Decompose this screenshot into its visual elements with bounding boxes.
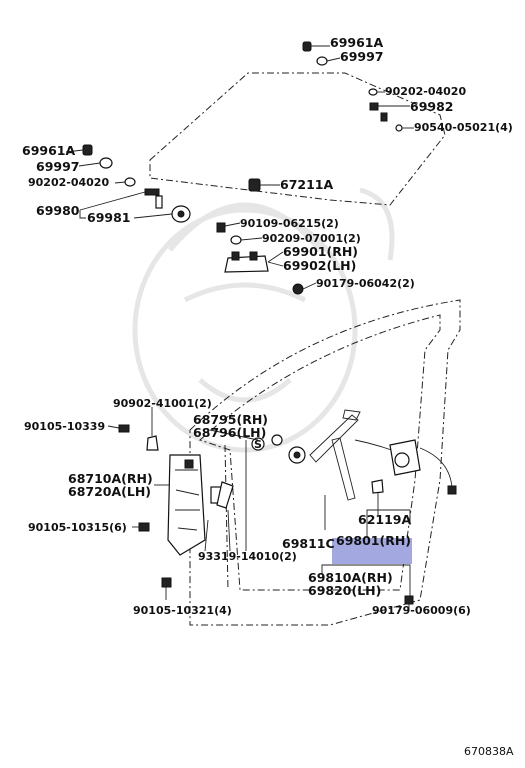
label-62119a[interactable]: 62119A (358, 512, 411, 527)
part-labels: 69961A 69997 90202-04020 69982 90540-050… (22, 35, 513, 617)
label-69981[interactable]: 69981 (87, 210, 131, 225)
label-68796[interactable]: 68796(LH) (193, 425, 266, 440)
label-68795[interactable]: 68795(RH) (193, 412, 268, 427)
label-69820[interactable]: 69820(LH) (308, 583, 381, 598)
label-90209-07001[interactable]: 90209-07001(2) (262, 232, 361, 245)
label-90179-06009[interactable]: 90179-06009(6) (372, 604, 471, 617)
label-68720a[interactable]: 68720A(LH) (68, 484, 151, 499)
washer-90202-right-icon (368, 88, 378, 96)
nut-90179-06042-icon (292, 283, 304, 295)
screw-90105-10321-icon (161, 577, 172, 588)
leader-lines (65, 45, 414, 610)
bushing-hole-icon (177, 210, 185, 218)
label-90105-10339[interactable]: 90105-10339 (24, 420, 105, 433)
label-69997-top[interactable]: 69997 (340, 49, 384, 64)
stopper-bolt-a-icon (231, 251, 240, 261)
label-90202-04020-left[interactable]: 90202-04020 (28, 176, 109, 189)
figure-code: 670838A (464, 745, 514, 758)
label-69980[interactable]: 69980 (36, 203, 80, 218)
highlight-box (332, 538, 412, 564)
washer-90202-left-icon (124, 177, 136, 187)
label-90105-10315[interactable]: 90105-10315(6) (28, 521, 127, 534)
stopper-69901-icon (224, 255, 269, 273)
watermark-emblem (132, 187, 395, 453)
bolt-69982-icon (369, 102, 379, 111)
stud-69980-icon (155, 195, 163, 209)
svg-text:S: S (254, 438, 262, 451)
label-67211a[interactable]: 67211A (280, 177, 333, 192)
lock-latch-icon (184, 459, 194, 469)
regulator-arm-a-icon (309, 414, 359, 463)
washer-90209-icon (230, 235, 242, 245)
door-panel (189, 299, 461, 626)
nut-69982-icon (380, 112, 388, 122)
label-68710a[interactable]: 68710A(RH) (68, 471, 153, 486)
s-mark-icon (251, 437, 265, 451)
label-69961a-left[interactable]: 69961A (22, 143, 75, 158)
stopper-bolt-b-icon (249, 251, 258, 261)
label-69982[interactable]: 69982 (410, 99, 454, 114)
label-69901[interactable]: 69901(RH) (283, 244, 358, 259)
screw-90540-icon (395, 124, 403, 132)
motor-connector-icon (447, 485, 457, 495)
grommet-icon (271, 434, 283, 446)
label-69811[interactable]: 69811C (282, 536, 335, 551)
clip-62119a-icon (371, 479, 384, 494)
clip-67211a-icon (248, 178, 261, 192)
label-93319-14010[interactable]: 93319-14010(2) (198, 550, 297, 563)
label-90109-06215[interactable]: 90109-06215(2) (240, 217, 339, 230)
spacer-69997-left-icon (99, 157, 113, 169)
screw-90109-icon (216, 222, 226, 233)
nut-90179-06009-icon (404, 595, 414, 605)
clip-69961a-top-icon (302, 41, 312, 52)
label-69961a-top[interactable]: 69961A (330, 35, 383, 50)
label-90540-05021[interactable]: 90540-05021(4) (414, 121, 513, 134)
screw-90105-10315-icon (138, 522, 150, 532)
door-lock-assembly (118, 424, 234, 588)
screw-90105-10339-icon (118, 424, 130, 433)
label-90202-04020-right[interactable]: 90202-04020 (385, 85, 466, 98)
label-90902-41001[interactable]: 90902-41001(2) (113, 397, 212, 410)
lock-rod-icon (216, 481, 234, 509)
glass-bolts-top (302, 41, 403, 132)
spacer-69997-top-icon (316, 56, 328, 66)
glass-bolts-left (82, 144, 191, 223)
regulator-arm-b-icon (331, 437, 356, 501)
label-69997-left[interactable]: 69997 (36, 159, 80, 174)
label-90179-06042[interactable]: 90179-06042(2) (316, 277, 415, 290)
label-69810a[interactable]: 69810A(RH) (308, 570, 393, 585)
bolt-69980-icon (144, 188, 160, 196)
glass-channel-parts (216, 178, 304, 295)
label-90105-10321[interactable]: 90105-10321(4) (133, 604, 232, 617)
label-69902[interactable]: 69902(LH) (283, 258, 356, 273)
hinge-90902-icon (146, 435, 159, 451)
motor-gear-icon (394, 452, 410, 468)
label-69801[interactable]: 69801(RH) (336, 533, 411, 548)
clip-69961a-left-icon (82, 144, 93, 156)
